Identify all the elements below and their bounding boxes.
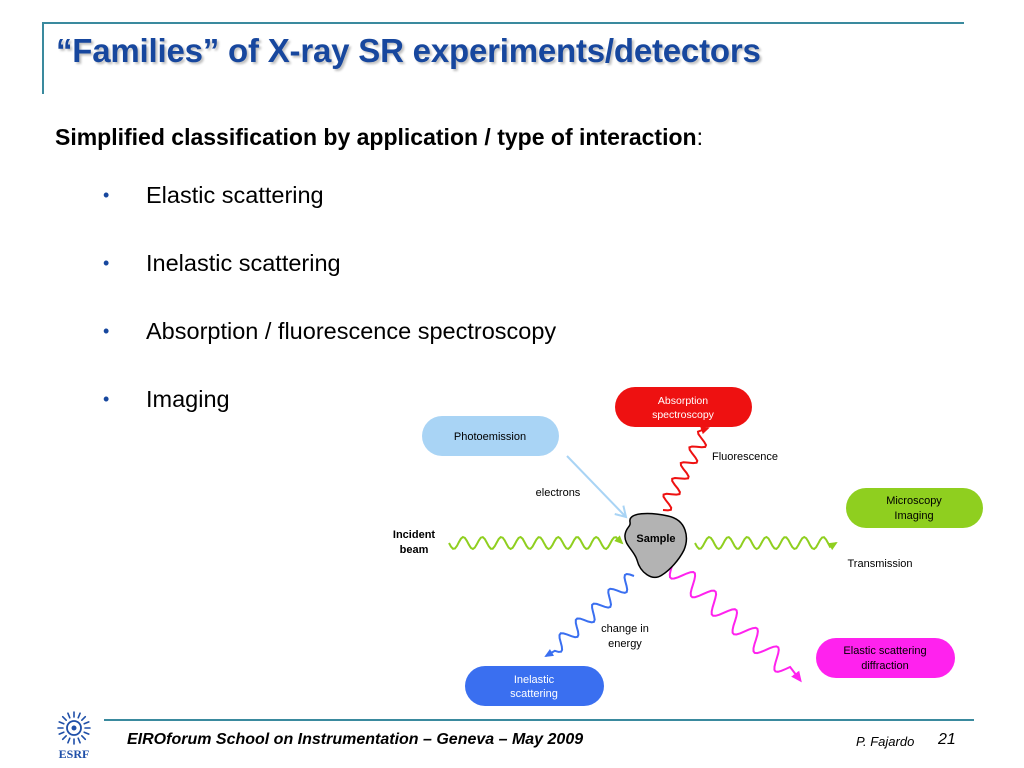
transmission-wave — [694, 535, 838, 551]
bullet-list: • Elastic scattering • Inelastic scatterin… — [103, 178, 556, 450]
bullet-label: Inelastic scattering — [146, 250, 341, 276]
sample-label: Sample — [636, 533, 675, 545]
microscopy-box-line1: Microscopy — [886, 495, 942, 507]
sample-shape — [624, 512, 688, 579]
bullet-item: • Absorption / fluorescence spectroscopy — [103, 314, 556, 382]
bullet-label: Elastic scattering — [146, 182, 324, 208]
incident-label-line2: beam — [400, 544, 429, 556]
inelastic-box-shape — [465, 666, 604, 706]
esrf-logo: ESRF — [57, 711, 91, 761]
fluorescence-wave — [662, 426, 710, 512]
absorption-spectroscopy-box: Absorption spectroscopy — [615, 387, 752, 427]
photoemission-box-shape — [422, 416, 559, 456]
absorption-box-shape — [615, 387, 752, 427]
bullet-item: • Elastic scattering — [103, 178, 556, 246]
inelastic-box-line2: scattering — [510, 688, 558, 700]
bullet-dot: • — [103, 389, 110, 409]
slide-title: “Families” of X-ray SR experiments/detec… — [56, 32, 761, 69]
elastic-box-shape — [816, 638, 955, 678]
esrf-logo-core — [71, 725, 77, 731]
title-frame-vertical — [42, 22, 44, 94]
elastic-box-line1: Elastic scattering — [843, 645, 926, 657]
absorption-box-line2: spectroscopy — [652, 409, 715, 421]
subtitle-text: Simplified classification by application… — [55, 124, 697, 150]
fluorescence-label: Fluorescence — [712, 451, 778, 463]
photoemission-box: Photoemission — [422, 416, 559, 456]
title-frame-horizontal — [42, 22, 964, 24]
elastic-scattering-box: Elastic scattering diffraction — [816, 638, 955, 678]
esrf-logo-text: ESRF — [59, 747, 90, 761]
bullet-dot: • — [103, 321, 110, 341]
photoemission-box-line1: Photoemission — [454, 431, 526, 443]
change-energy-label-line1: change in — [601, 623, 649, 635]
footer-author: P. Fajardo — [856, 734, 915, 749]
bullet-dot: • — [103, 185, 110, 205]
esrf-logo-ring — [66, 720, 82, 736]
bullet-item: • Inelastic scattering — [103, 246, 556, 314]
elastic-box-line2: diffraction — [861, 660, 909, 672]
incident-beam-wave — [448, 535, 624, 551]
bullet-dot: • — [103, 253, 110, 273]
change-energy-label-line2: energy — [608, 638, 642, 650]
transmission-label: Transmission — [848, 558, 913, 570]
esrf-logo-rays — [57, 711, 91, 745]
bullet-label: Absorption / fluorescence spectroscopy — [146, 318, 557, 344]
inelastic-scattering-box: Inelastic scattering — [465, 666, 604, 706]
bullet-item: • Imaging — [103, 382, 556, 450]
electrons-label: electrons — [536, 487, 581, 499]
microscopy-box-shape — [846, 488, 983, 528]
electrons-arrow — [566, 455, 628, 519]
microscopy-box-line2: Imaging — [894, 510, 933, 522]
inelastic-box-line1: Inelastic — [514, 674, 555, 686]
inelastic-scattering-wave — [544, 572, 635, 658]
slide-subtitle: Simplified classification by application… — [55, 124, 703, 151]
subtitle-colon: : — [696, 124, 703, 150]
absorption-box-line1: Absorption — [658, 395, 708, 407]
microscopy-imaging-box: Microscopy Imaging — [846, 488, 983, 528]
footer-event: EIROforum School on Instrumentation – Ge… — [127, 731, 584, 748]
incident-label-line1: Incident — [393, 529, 436, 541]
footer-divider — [104, 719, 974, 721]
page-number: 21 — [938, 731, 956, 748]
elastic-scattering-wave — [668, 565, 802, 683]
bullet-label: Imaging — [146, 386, 230, 412]
